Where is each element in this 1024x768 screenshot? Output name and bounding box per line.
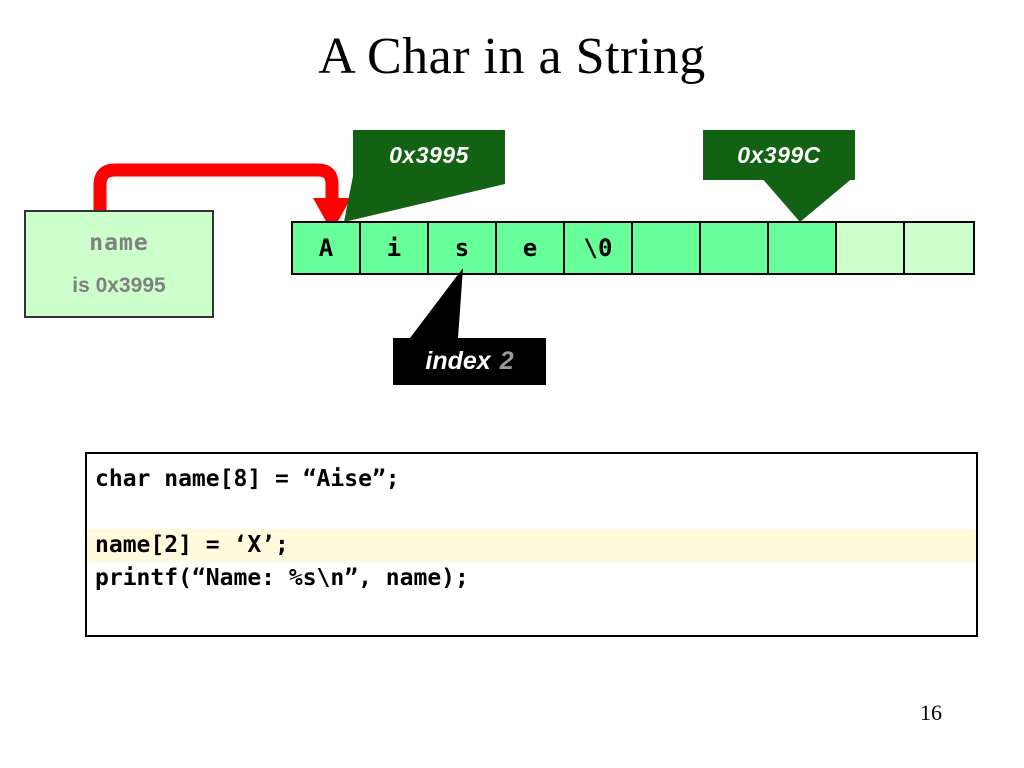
callout-start-address-label: 0x3995 xyxy=(389,141,469,168)
pointer-arrow-icon xyxy=(93,163,351,238)
code-line: char name[8] = “Aise”; xyxy=(95,466,400,492)
array-cell[interactable]: A xyxy=(293,223,361,273)
array-cell-value: A xyxy=(318,234,334,262)
code-block: char name[8] = “Aise”; name[2] = ‘X’; pr… xyxy=(85,452,978,637)
array-cell-value: s xyxy=(454,234,470,262)
array-cell[interactable] xyxy=(905,223,973,273)
array-cell[interactable] xyxy=(633,223,701,273)
callout-end-address-label: 0x399C xyxy=(737,141,821,168)
callout-end-address-tail-icon xyxy=(760,176,855,222)
array-cell[interactable]: i xyxy=(361,223,429,273)
char-array: A i s e \0 xyxy=(291,221,975,275)
index-callout-value: 2 xyxy=(499,347,514,375)
array-cell-value: e xyxy=(522,234,538,262)
array-cell[interactable]: \0 xyxy=(565,223,633,273)
variable-name-box: name is 0x3995 xyxy=(24,210,214,318)
page-number: 16 xyxy=(920,700,942,725)
array-cell-value: \0 xyxy=(583,234,613,262)
code-line-blank xyxy=(87,496,976,529)
callout-end-address: 0x399C xyxy=(703,130,855,180)
code-line-highlighted: name[2] = ‘X’; xyxy=(87,529,976,562)
code-line: printf(“Name: %s\n”, name); xyxy=(95,565,469,591)
array-cell-value: i xyxy=(386,234,402,262)
callout-start-address-tail-icon xyxy=(344,176,505,222)
variable-address-label: is 0x3995 xyxy=(72,274,166,297)
variable-name-label: name xyxy=(89,230,149,256)
index-callout-tail-icon xyxy=(410,268,463,338)
index-callout: index 2 xyxy=(393,338,546,385)
index-callout-label: index xyxy=(425,347,491,375)
array-cell[interactable] xyxy=(701,223,769,273)
array-cell[interactable] xyxy=(837,223,905,273)
page-title: A Char in a String xyxy=(318,28,706,85)
array-cell[interactable]: e xyxy=(497,223,565,273)
array-cell[interactable] xyxy=(769,223,837,273)
array-cell[interactable]: s xyxy=(429,223,497,273)
callout-start-address: 0x3995 xyxy=(353,130,505,180)
